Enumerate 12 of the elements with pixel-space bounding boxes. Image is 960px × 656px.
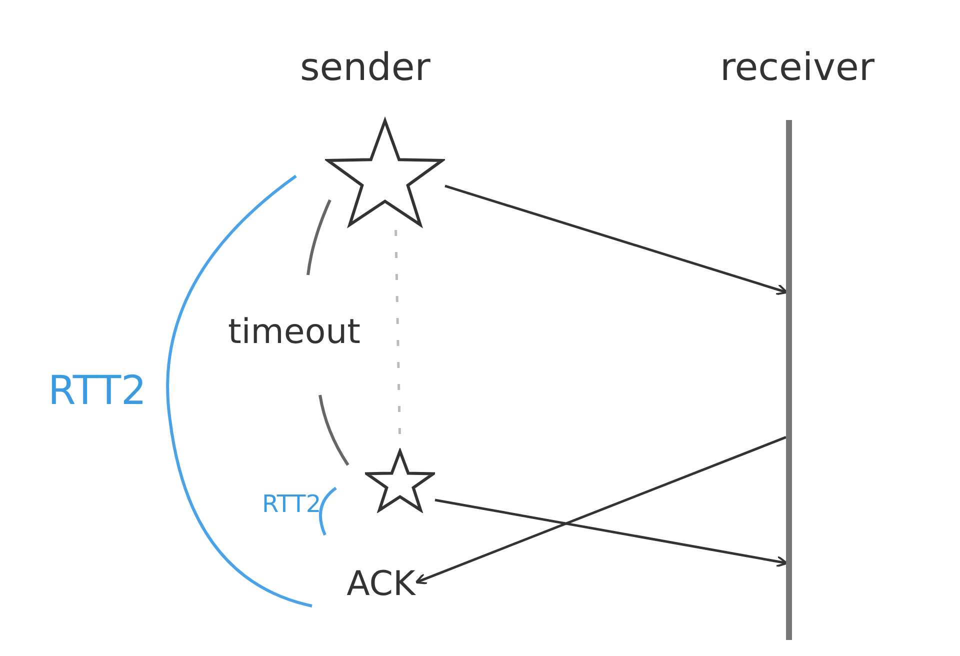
rtt-label: RTT2 xyxy=(262,490,322,518)
message-label: ACK xyxy=(345,555,417,613)
arrow xyxy=(434,498,788,568)
arrow xyxy=(444,184,788,296)
sender-label: sender xyxy=(300,45,430,89)
arrow xyxy=(415,436,786,584)
receiver-timeline xyxy=(786,120,792,640)
timeout-label: timeout xyxy=(228,312,360,352)
rtt-label: RTT2 xyxy=(48,368,146,414)
receiver-label: receiver xyxy=(720,45,874,89)
star-icon xyxy=(365,448,435,513)
star-icon xyxy=(325,115,445,230)
